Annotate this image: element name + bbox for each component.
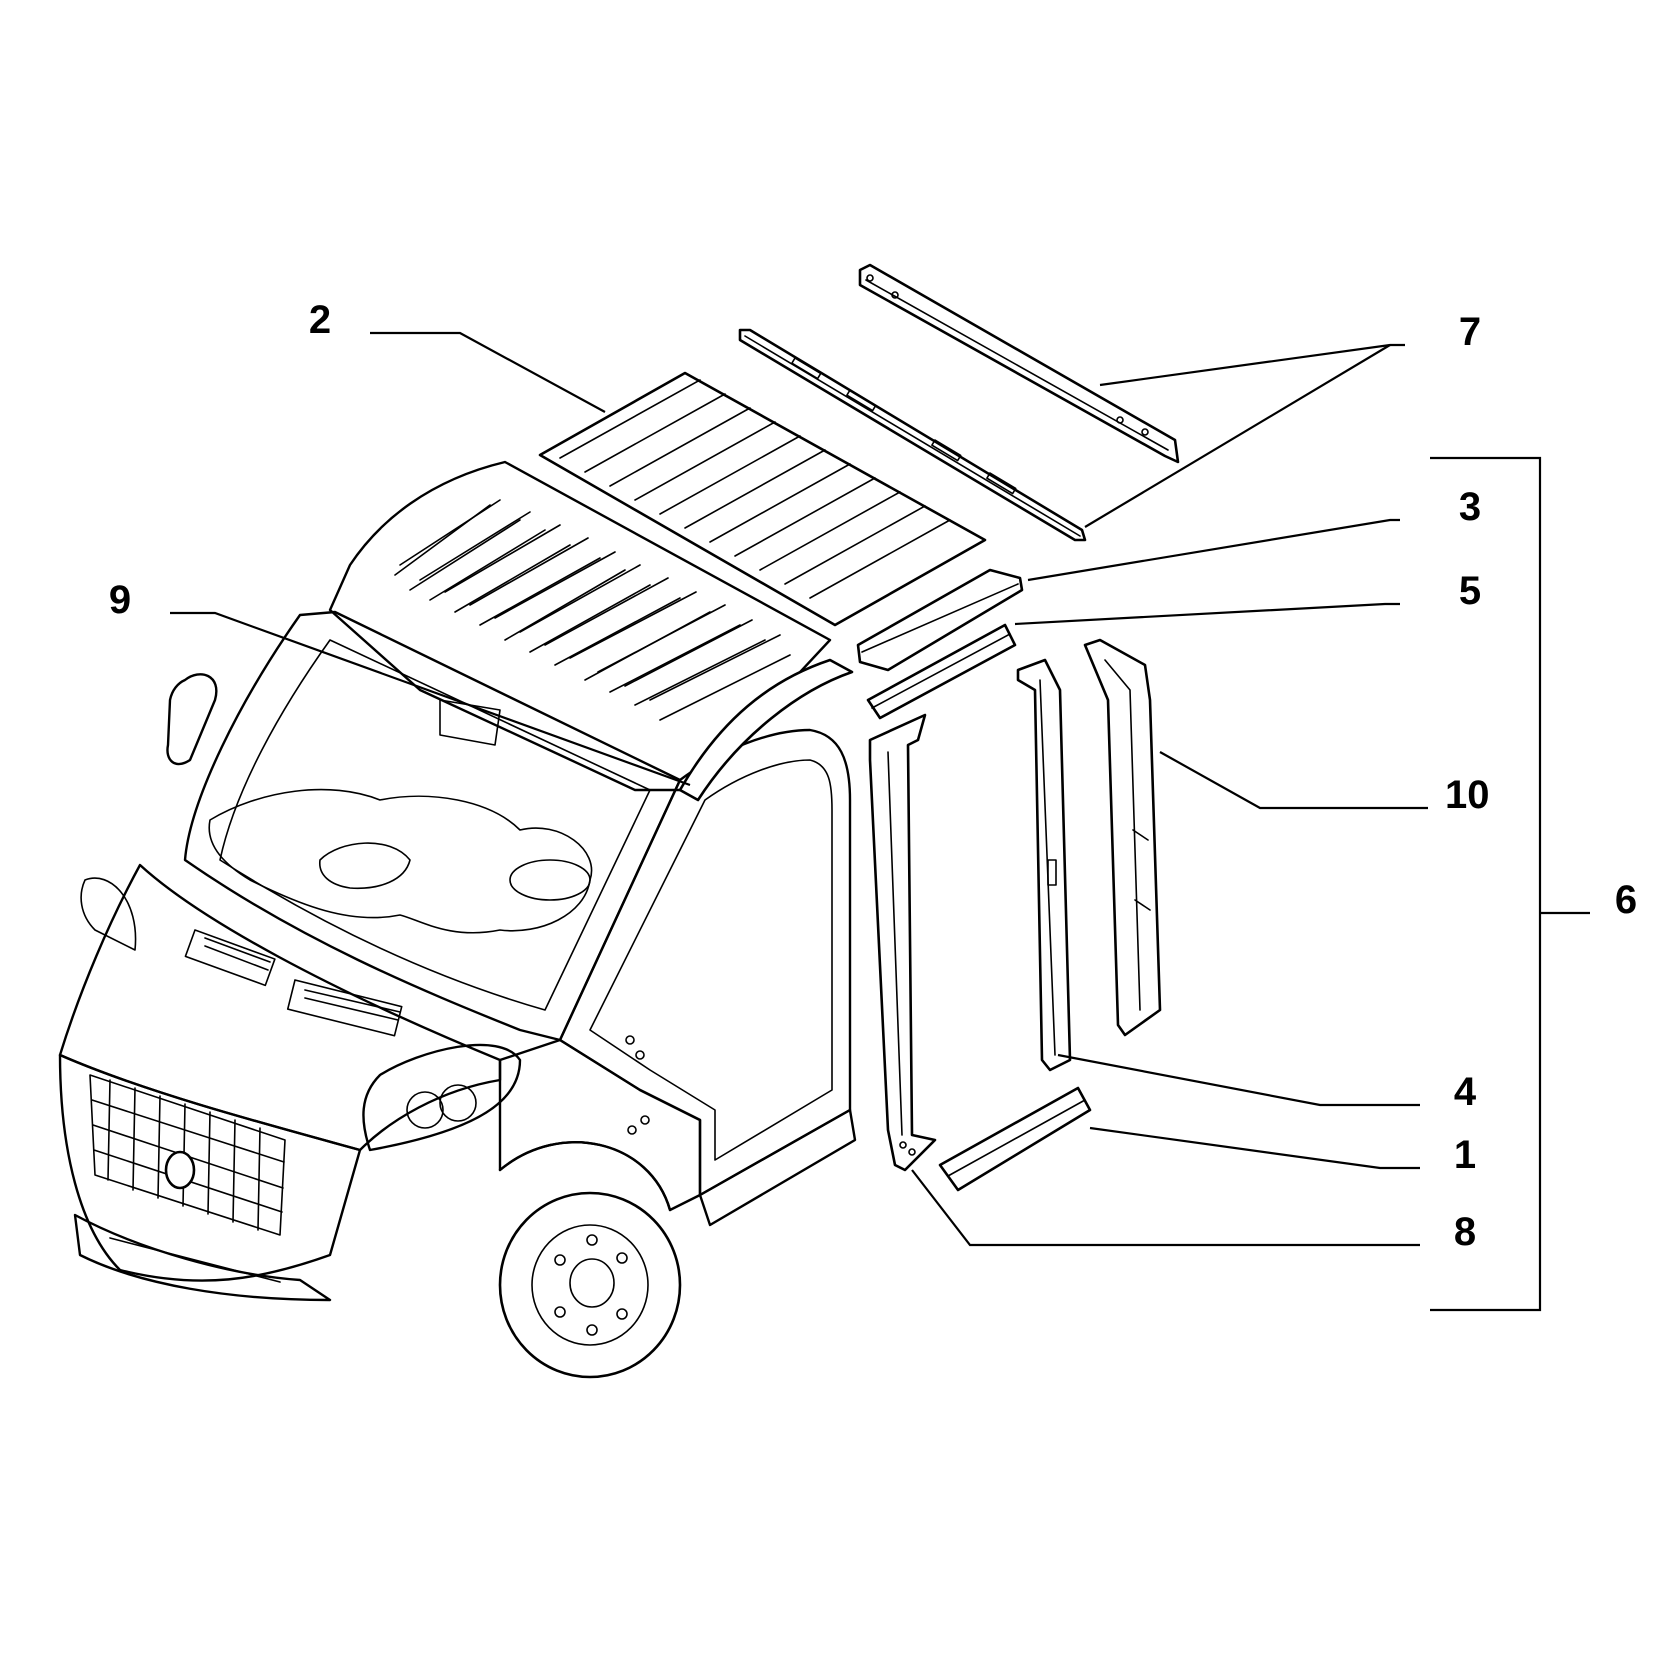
callout-1: 1	[1454, 1133, 1476, 1177]
callout-5: 5	[1459, 569, 1481, 613]
leader-lines	[170, 331, 1590, 1312]
roof-panel	[538, 371, 987, 627]
door-sill-panel	[938, 1086, 1092, 1192]
callout-labels: 2 7 3 5 9 10 6 4 1 8	[109, 298, 1637, 1254]
callout-6: 6	[1615, 878, 1637, 922]
callout-10: 10	[1445, 773, 1490, 817]
door-pillar-front	[868, 713, 937, 1172]
rear-roof-crossmember	[856, 568, 1024, 672]
callout-9: 9	[109, 578, 131, 622]
rear-pillar-reinforcement	[1083, 638, 1162, 1037]
callout-7: 7	[1459, 310, 1481, 354]
door-pillar-rear	[1016, 658, 1072, 1072]
callout-4: 4	[1454, 1070, 1477, 1114]
door-header-rail	[866, 623, 1017, 720]
van-body-illustration	[58, 460, 857, 1379]
roof-side-rails	[738, 263, 1180, 542]
front-roof-header	[678, 658, 854, 802]
callout-8: 8	[1454, 1210, 1476, 1254]
callout-3: 3	[1459, 485, 1481, 529]
callout-2: 2	[309, 298, 331, 342]
